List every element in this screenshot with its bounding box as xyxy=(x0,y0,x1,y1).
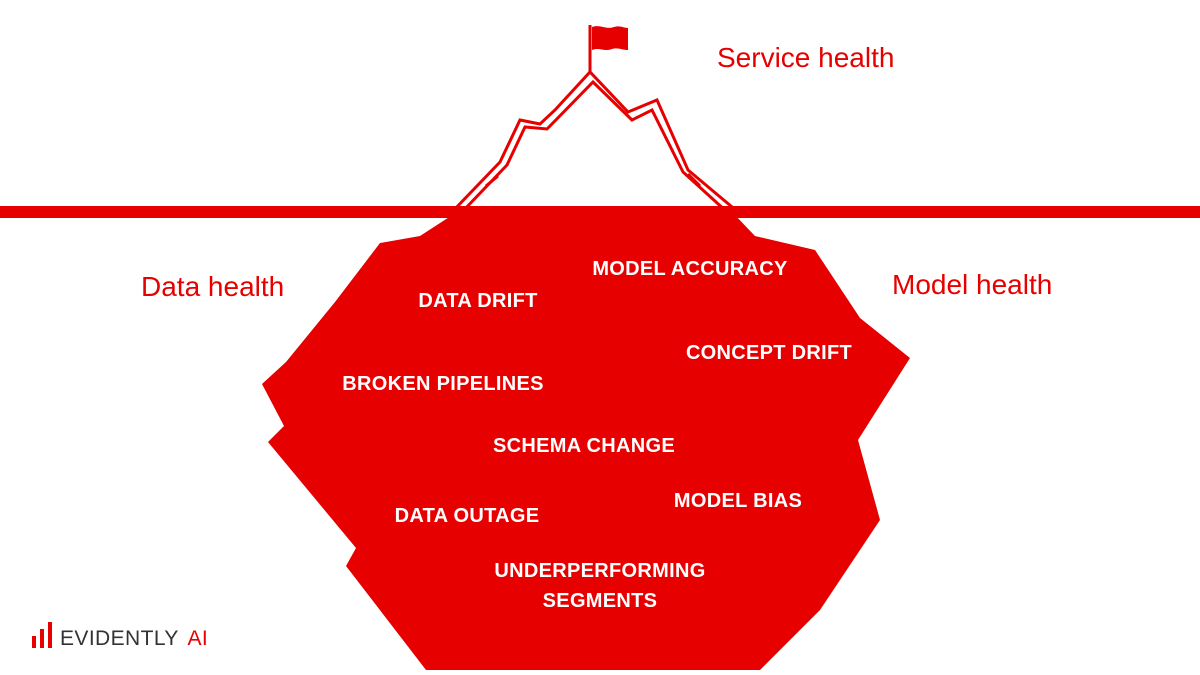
bar-chart-icon xyxy=(32,622,52,648)
schema-change-label: SCHEMA CHANGE xyxy=(493,435,675,457)
logo-name: EVIDENTLY xyxy=(60,627,178,650)
evidently-logo: EVIDENTLY AI xyxy=(32,622,208,650)
model-accuracy-label: MODEL ACCURACY xyxy=(592,258,788,280)
iceberg-underwater xyxy=(262,212,910,670)
logo-suffix: AI xyxy=(187,627,208,650)
uptime-label: UPTIME xyxy=(553,167,630,189)
iceberg-tip xyxy=(450,69,739,214)
broken-pipelines-label: BROKEN PIPELINES xyxy=(342,373,544,395)
flag-icon xyxy=(588,25,628,74)
logo-text: EVIDENTLY AI xyxy=(60,627,208,650)
data-health-label: Data health xyxy=(141,271,284,302)
data-outage-label: DATA OUTAGE xyxy=(395,505,540,527)
concept-drift-label: CONCEPT DRIFT xyxy=(686,342,852,364)
service-health-label: Service health xyxy=(717,42,894,73)
model-bias-label: MODEL BIAS xyxy=(674,490,802,512)
underperforming-label: UNDERPERFORMING xyxy=(494,560,705,582)
segments-label: SEGMENTS xyxy=(543,590,658,612)
data-drift-label: DATA DRIFT xyxy=(418,290,537,312)
model-health-label: Model health xyxy=(892,269,1052,300)
